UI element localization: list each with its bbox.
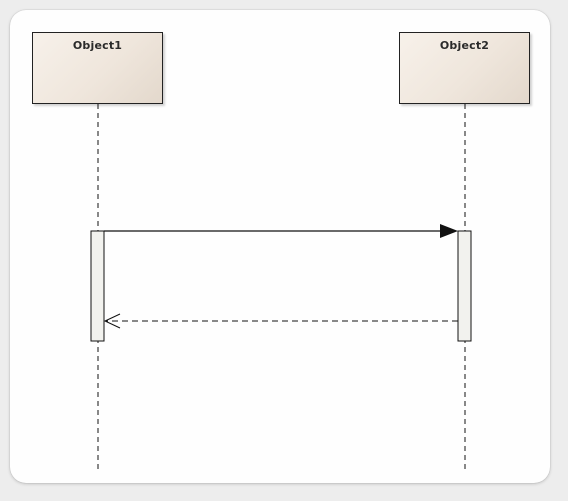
message-return[interactable] <box>103 313 458 329</box>
open-arrowhead-icon <box>103 313 121 329</box>
lifeline-label-object2: Object2 <box>439 39 490 52</box>
lifeline-label-object1: Object1 <box>72 39 123 52</box>
lifeline-head-object1[interactable]: Object1 <box>32 32 163 104</box>
activation-bar-object2[interactable] <box>457 230 472 342</box>
lifeline-head-object2[interactable]: Object2 <box>399 32 530 104</box>
filled-arrowhead-icon <box>440 224 458 238</box>
message-call[interactable] <box>104 224 458 238</box>
activation-bar-object1[interactable] <box>90 230 105 342</box>
